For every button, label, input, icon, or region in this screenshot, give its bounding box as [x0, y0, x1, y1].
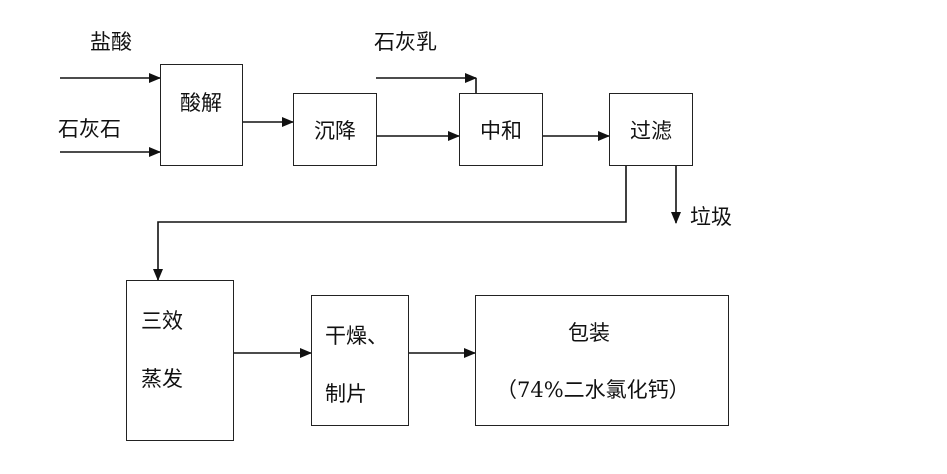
- step-drying-label-line2: 制片: [325, 382, 367, 406]
- step-drying-label-line1: 干燥、: [325, 324, 388, 348]
- step-acidolysis: 酸解: [160, 64, 243, 166]
- input-label-lime-milk: 石灰乳: [374, 30, 437, 54]
- step-neutralization-label: 中和: [480, 118, 522, 143]
- step-acidolysis-label: 酸解: [180, 91, 222, 115]
- arrow-filtration-to-evaporation: [153, 165, 627, 281]
- step-filtration-label: 过滤: [630, 118, 672, 143]
- step-packaging: 包装 （74%二水氯化钙）: [475, 295, 729, 426]
- step-evaporation-label-line2: 蒸发: [141, 367, 183, 391]
- step-drying-flaking: 干燥、 制片: [311, 295, 409, 426]
- output-label-waste: 垃圾: [690, 205, 732, 229]
- step-packaging-label-line2: （74%二水氯化钙）: [496, 378, 690, 402]
- step-evaporation-label-line1: 三效: [141, 309, 183, 333]
- step-neutralization: 中和: [459, 93, 543, 166]
- step-filtration: 过滤: [609, 93, 693, 166]
- step-triple-effect-evaporation: 三效 蒸发: [126, 280, 234, 441]
- step-settling: 沉降: [293, 93, 377, 166]
- step-packaging-label-line1: 包装: [568, 321, 610, 345]
- input-label-limestone: 石灰石: [58, 117, 121, 141]
- step-settling-label: 沉降: [314, 118, 356, 143]
- input-label-hydrochloric-acid: 盐酸: [90, 30, 132, 54]
